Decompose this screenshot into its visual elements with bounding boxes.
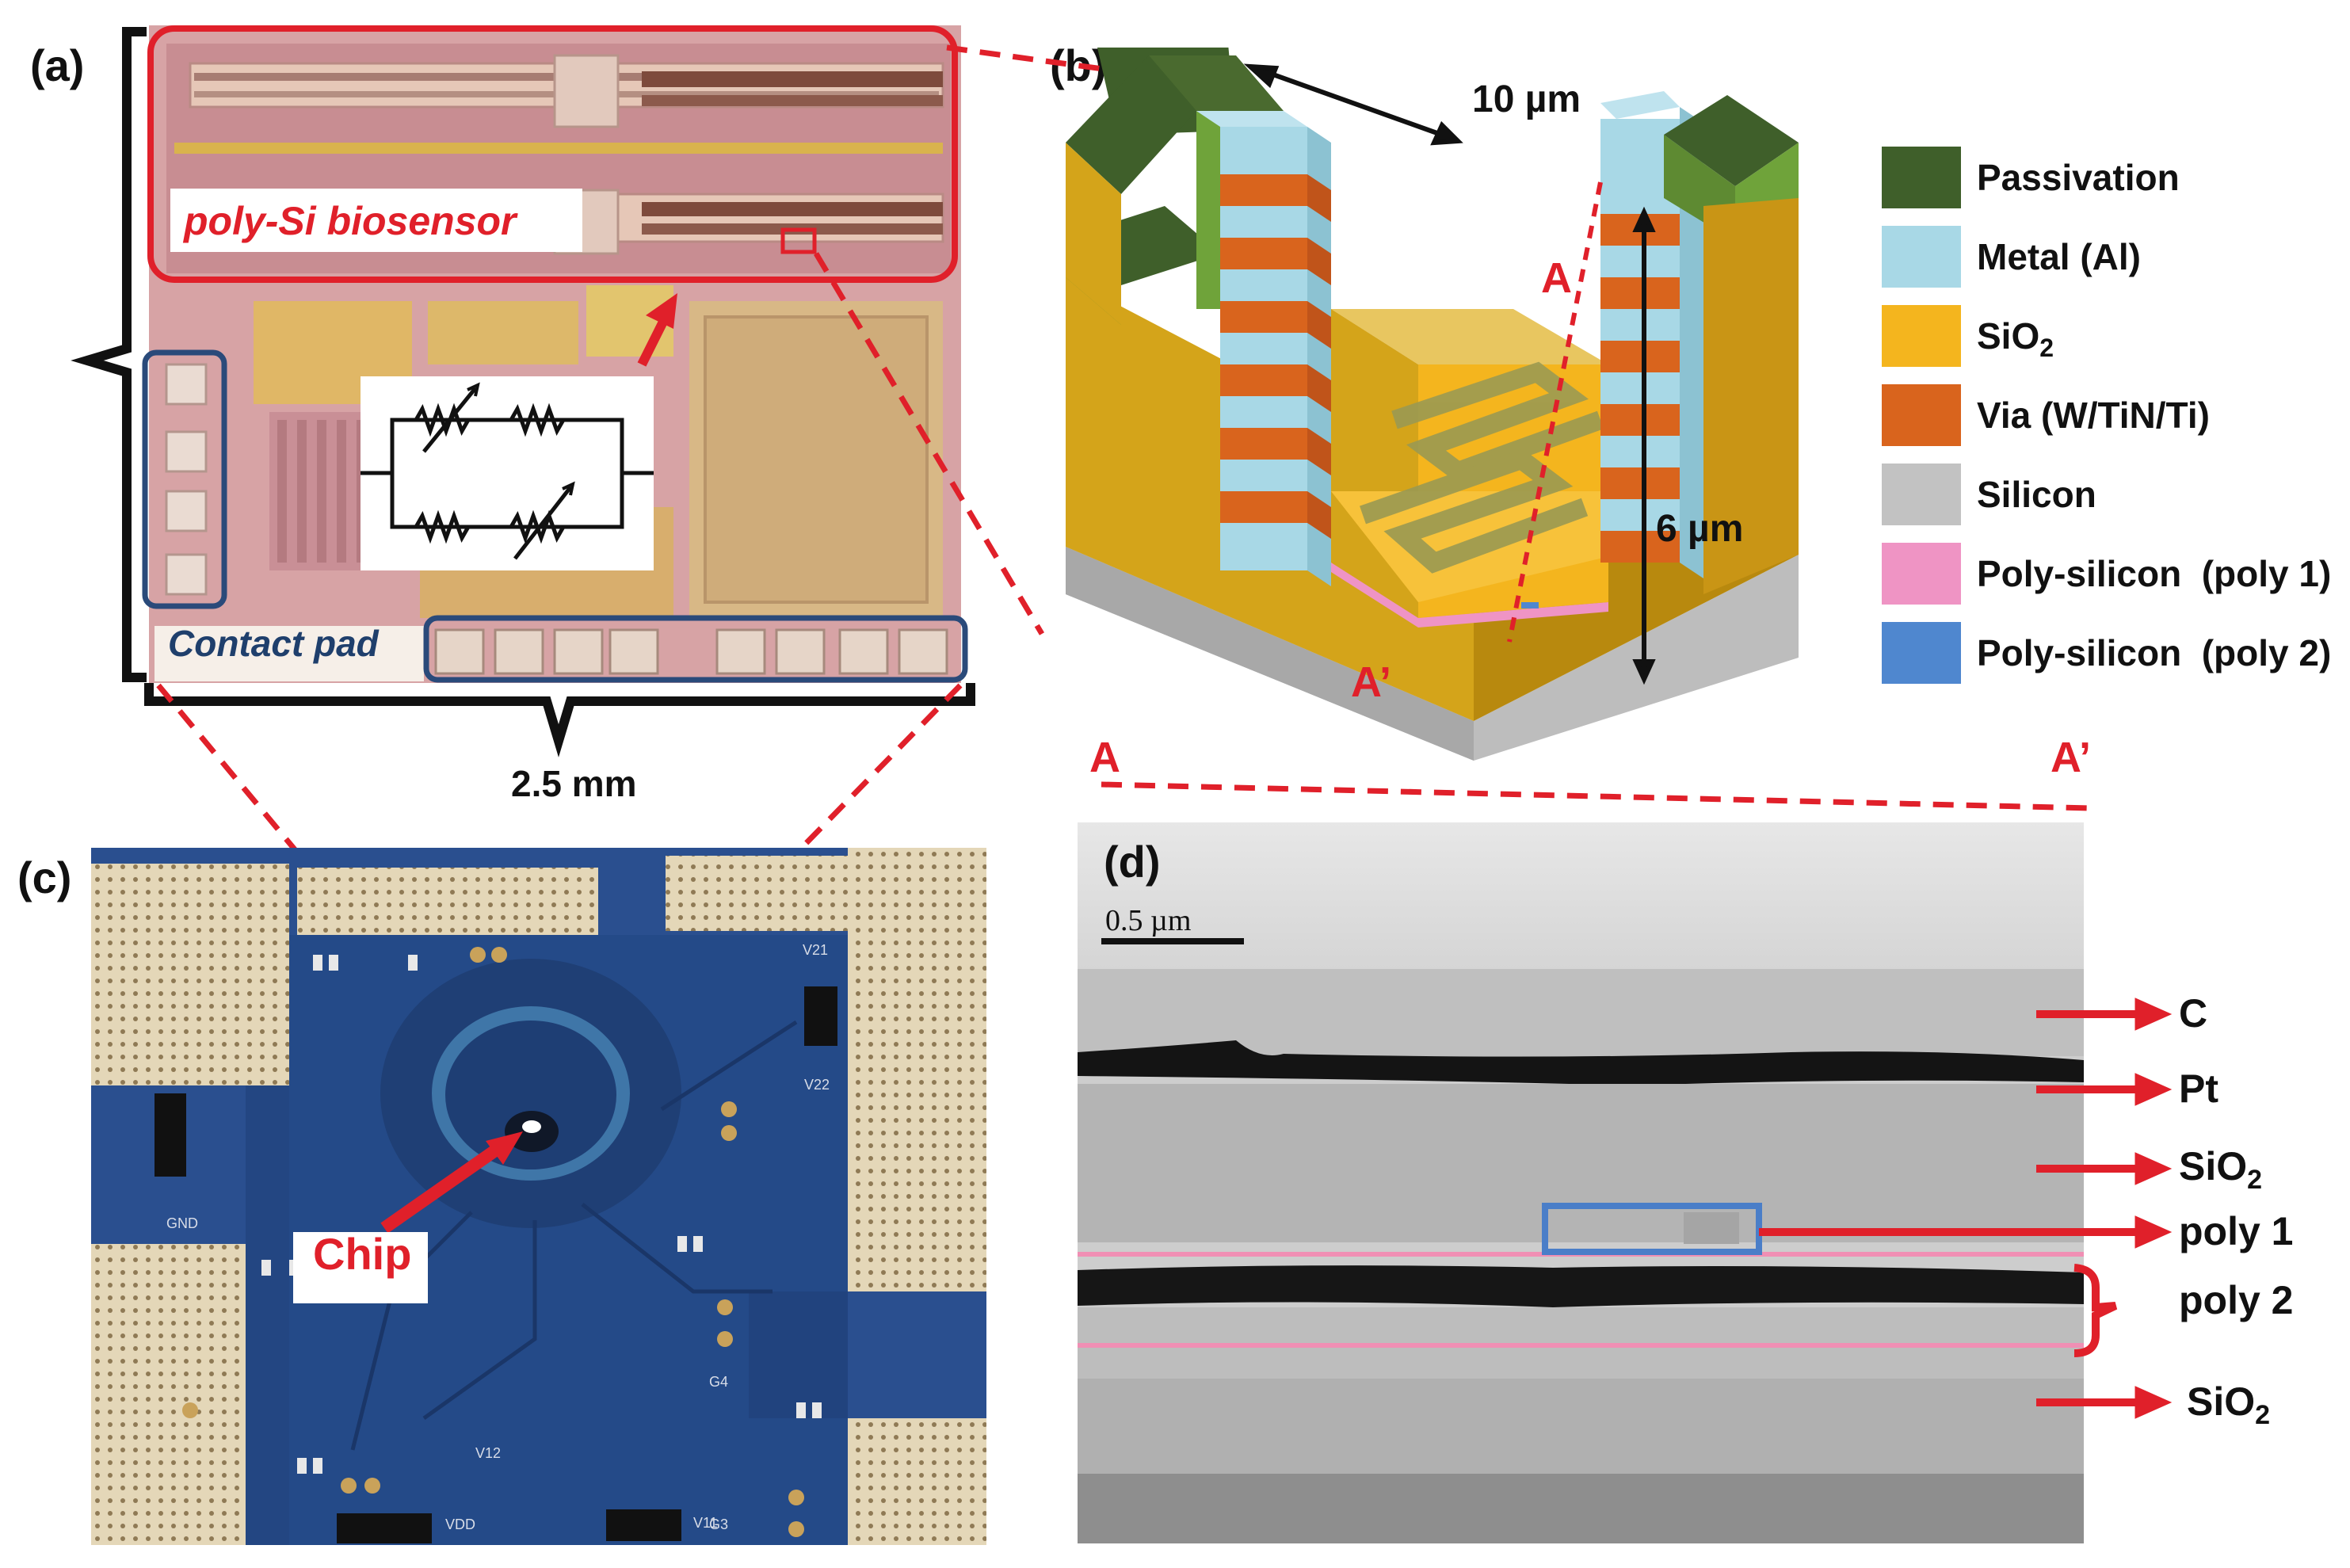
- legend-item-via: Via (W/TiN/Ti): [1882, 384, 2350, 446]
- scale-bar-label: 0.5 µm: [1105, 904, 1192, 937]
- legend-label: Poly-silicon (poly 1): [1977, 553, 2332, 594]
- legend-swatch: [1882, 147, 1961, 208]
- layer-label-text: SiO: [2179, 1144, 2248, 1188]
- contact-pad-label: Contact pad: [168, 623, 379, 664]
- sensor-3d-schematic: [1066, 48, 1799, 761]
- biosensor-label: poly-Si biosensor: [184, 199, 517, 243]
- chip-micrograph: [71, 25, 975, 757]
- svg-text:GND: GND: [166, 1215, 198, 1231]
- legend-item-poly1: Poly-silicon (poly 1): [1882, 543, 2350, 605]
- tem-image: [1078, 822, 2084, 1543]
- layer-label-sub: 2: [2247, 1165, 2263, 1195]
- legend-item-poly2: Poly-silicon (poly 2): [1882, 622, 2350, 684]
- legend-label: Metal (Al): [1977, 236, 2141, 277]
- section-label-a-top: A: [1541, 254, 1572, 302]
- panel-label-c: (c): [17, 853, 72, 902]
- legend-label: SiO2: [1977, 315, 2054, 363]
- legend-item-silicon: Silicon: [1882, 464, 2350, 525]
- legend-swatch: [1882, 305, 1961, 367]
- legend-swatch: [1882, 622, 1961, 684]
- section-label-a-prime-d: A’: [2051, 734, 2092, 781]
- layer-label-sub: 2: [2255, 1400, 2271, 1430]
- width-label-b: 10 µm: [1472, 78, 1581, 120]
- legend-label: Silicon: [1977, 474, 2096, 515]
- pcb-photo: V21 V22 GND G4 G3 V12 VDD V11: [91, 848, 986, 1545]
- width-label-a: 2.5 mm: [511, 763, 637, 804]
- svg-text:V21: V21: [803, 942, 828, 958]
- legend-swatch: [1882, 384, 1961, 446]
- legend-label: Passivation: [1977, 157, 2180, 198]
- legend-item-sio2: SiO2: [1882, 305, 2350, 367]
- legend-swatch: [1882, 543, 1961, 605]
- panel-label-d: (d): [1104, 837, 1161, 887]
- legend-item-metal: Metal (Al): [1882, 226, 2350, 288]
- layer-label-c: C: [2179, 991, 2208, 1036]
- legend: Passivation Metal (Al) SiO2 Via (W/TiN/T…: [1882, 147, 2341, 701]
- layer-label-poly2: poly 2: [2179, 1278, 2294, 1322]
- panel-label-a: (a): [30, 40, 85, 90]
- svg-text:V22: V22: [804, 1077, 830, 1093]
- section-label-a-d: A: [1089, 734, 1120, 781]
- layer-label-text: SiO: [2187, 1379, 2256, 1424]
- chip-label: Chip: [313, 1229, 412, 1279]
- section-line-aa: [1101, 781, 2092, 811]
- legend-label-sub: 2: [2039, 334, 2054, 363]
- svg-text:VDD: VDD: [445, 1516, 475, 1532]
- layer-label-pt: Pt: [2179, 1066, 2218, 1111]
- layer-label-sio2-bottom: SiO2: [2187, 1379, 2270, 1431]
- height-label-b: 6 µm: [1656, 508, 1744, 550]
- layer-label-sio2-top: SiO2: [2179, 1143, 2262, 1196]
- legend-label: Poly-silicon (poly 2): [1977, 632, 2332, 673]
- svg-text:V12: V12: [475, 1445, 501, 1461]
- svg-text:G3: G3: [709, 1516, 728, 1532]
- layer-label-poly1: poly 1: [2179, 1209, 2294, 1253]
- legend-label-text: SiO: [1977, 315, 2040, 357]
- section-label-a-prime-bottom: A’: [1351, 658, 1392, 706]
- layer-arrows: [1759, 998, 2173, 1419]
- svg-text:G4: G4: [709, 1374, 728, 1390]
- legend-label: Via (W/TiN/Ti): [1977, 395, 2210, 436]
- legend-item-passivation: Passivation: [1882, 147, 2350, 208]
- legend-swatch: [1882, 226, 1961, 288]
- legend-swatch: [1882, 464, 1961, 525]
- svg-text:V11: V11: [693, 1515, 718, 1531]
